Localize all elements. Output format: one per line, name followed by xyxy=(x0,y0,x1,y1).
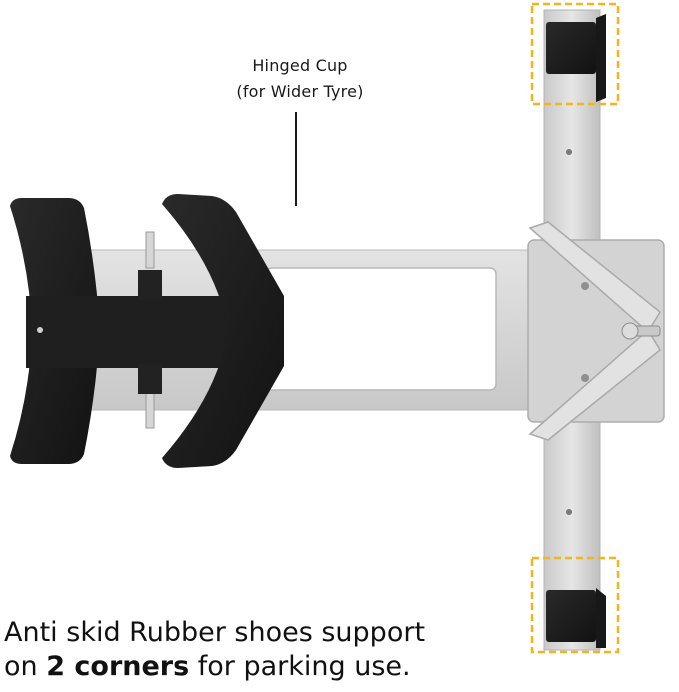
bracket-arm-lower xyxy=(528,328,661,441)
hinge-pin-top xyxy=(145,231,155,269)
caption: Anti skid Rubber shoes support on 2 corn… xyxy=(4,616,524,684)
callout-subtitle: (for Wider Tyre) xyxy=(236,82,364,101)
caption-line-2-bold: 2 corners xyxy=(46,651,190,682)
clamp-hole-left xyxy=(37,327,43,333)
caption-line-2: on 2 corners for parking use. xyxy=(4,650,524,684)
bar-hole-lower xyxy=(566,509,572,515)
arm-slot xyxy=(265,267,497,391)
hinge-pin-bottom xyxy=(145,391,155,429)
top-corner-highlight xyxy=(530,2,620,106)
top-rubber-shoe xyxy=(546,22,596,74)
bottom-shoe-lip xyxy=(596,588,606,648)
mount-plate xyxy=(527,239,665,423)
bolt-upper xyxy=(581,282,589,290)
bar-hole-upper xyxy=(566,149,572,155)
caption-line-2-suffix: for parking use. xyxy=(189,651,411,682)
caption-line-2-prefix: on xyxy=(4,651,47,682)
bottom-corner-highlight xyxy=(530,556,620,654)
bolt-lower xyxy=(581,374,589,382)
bottom-rubber-shoe xyxy=(546,590,596,642)
callout-title: Hinged Cup xyxy=(252,56,348,75)
clamp-notch-top xyxy=(138,270,162,300)
clamp-notch-bottom xyxy=(138,364,162,394)
bracket-arm-upper xyxy=(528,221,661,334)
pin-head xyxy=(621,322,639,340)
caption-line-1: Anti skid Rubber shoes support xyxy=(4,617,426,648)
top-shoe-lip xyxy=(596,14,606,102)
hinged-cup xyxy=(162,194,284,468)
